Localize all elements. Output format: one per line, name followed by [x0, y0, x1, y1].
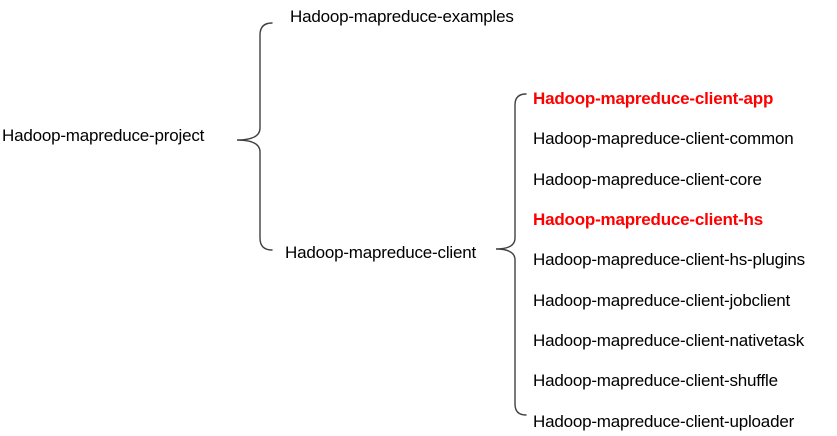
brace-project-children-icon: [236, 22, 273, 251]
node-client-app-label: Hadoop-mapreduce-client-app: [533, 89, 774, 109]
node-client-jobclient-label: Hadoop-mapreduce-client-jobclient: [533, 290, 791, 310]
node-project-label: Hadoop-mapreduce-project: [2, 126, 205, 145]
node-client-label: Hadoop-mapreduce-client: [285, 243, 477, 262]
node-client-shuffle-label: Hadoop-mapreduce-client-shuffle: [533, 371, 778, 391]
node-client-core-label: Hadoop-mapreduce-client-core: [533, 169, 762, 189]
node-client-hs-label: Hadoop-mapreduce-client-hs: [533, 210, 763, 230]
node-client-nativetask-label: Hadoop-mapreduce-client-nativetask: [533, 330, 805, 350]
node-client-uploader-label: Hadoop-mapreduce-client-uploader: [533, 411, 795, 431]
node-client-common-label: Hadoop-mapreduce-client-common: [533, 129, 794, 149]
brace-client-modules-icon: [495, 93, 527, 416]
node-examples-label: Hadoop-mapreduce-examples: [290, 7, 514, 26]
node-client-hs-plugins-label: Hadoop-mapreduce-client-hs-plugins: [533, 250, 805, 270]
client-modules-list: Hadoop-mapreduce-client-app Hadoop-mapre…: [533, 79, 805, 436]
